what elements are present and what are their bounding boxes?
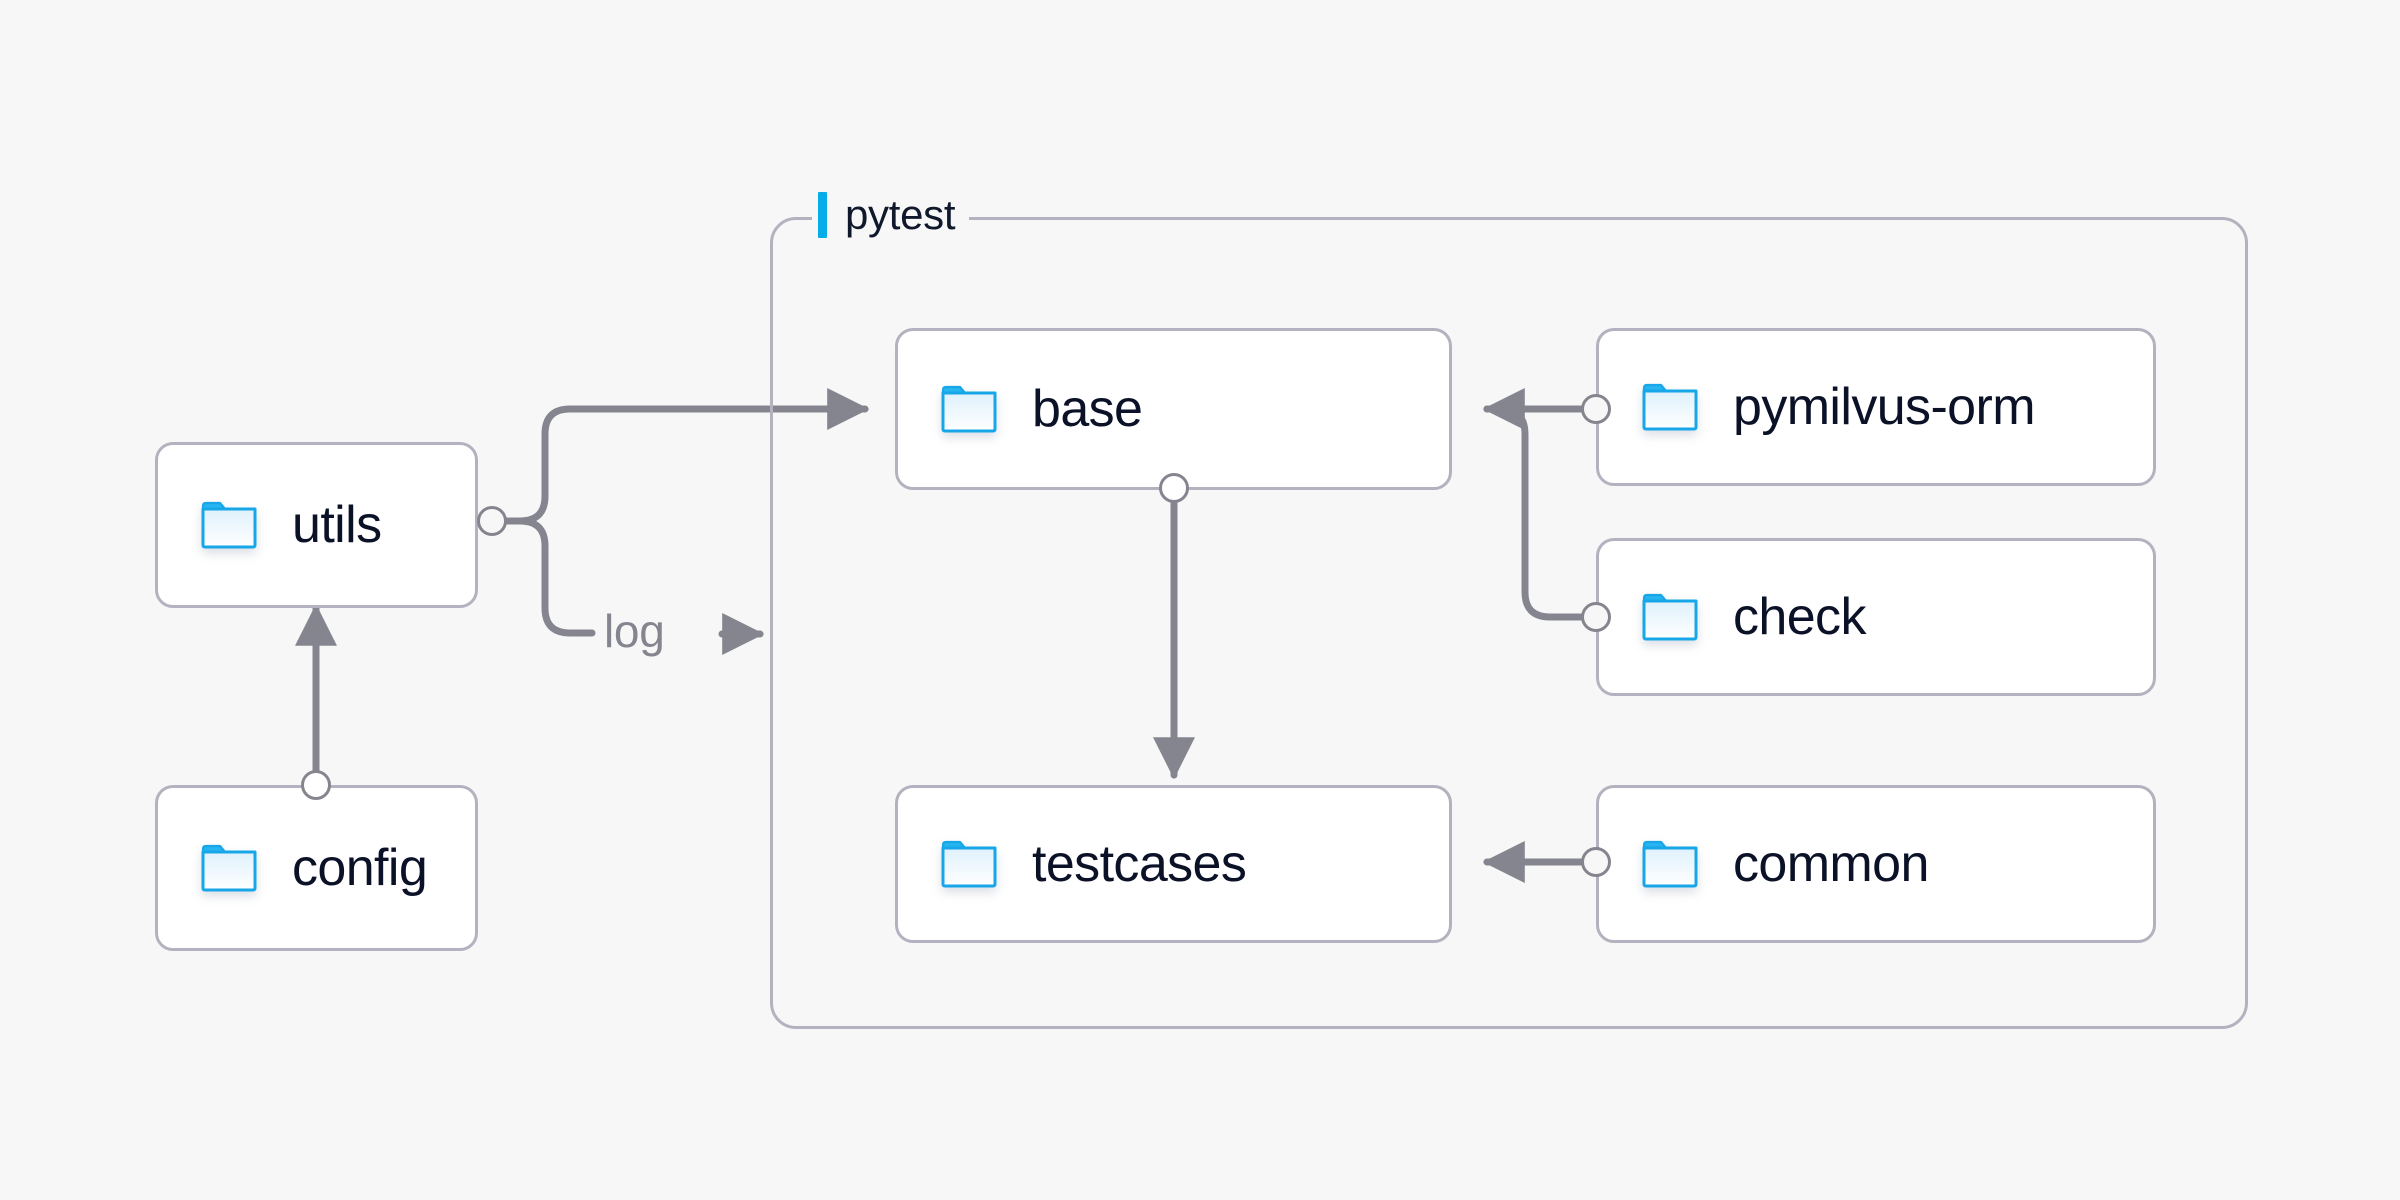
node-label-config: config [292,839,428,897]
folder-icon [1642,383,1698,431]
port-check-left[interactable] [1581,602,1611,632]
port-config-top[interactable] [301,770,331,800]
port-utils-right[interactable] [477,506,507,536]
port-base-bottom[interactable] [1159,473,1189,503]
node-label-base: base [1032,380,1143,438]
node-utils[interactable]: utils [155,442,478,608]
folder-icon [941,385,997,433]
node-common[interactable]: common [1596,785,2156,943]
folder-icon [201,844,257,892]
group-accent-bar [818,192,827,238]
folder-icon [1642,593,1698,641]
node-label-check: check [1733,588,1866,646]
port-common-left[interactable] [1581,847,1611,877]
node-testcases[interactable]: testcases [895,785,1452,943]
node-label-pymilvus-orm: pymilvus-orm [1733,378,2036,436]
folder-icon [1642,840,1698,888]
folder-icon [941,840,997,888]
node-label-testcases: testcases [1032,835,1247,893]
node-base[interactable]: base [895,328,1452,490]
node-pymilvus-orm[interactable]: pymilvus-orm [1596,328,2156,486]
edge-utils-to-log [488,517,596,637]
folder-icon [201,501,257,549]
group-label-pytest: pytest [812,186,970,244]
port-pymilvus-orm-left[interactable] [1581,394,1611,424]
node-check[interactable]: check [1596,538,2156,696]
group-label-text: pytest [845,191,956,238]
node-label-utils: utils [292,496,382,554]
node-label-common: common [1733,835,1929,893]
node-config[interactable]: config [155,785,478,951]
group-container-pytest[interactable] [770,217,2248,1029]
edge-label-log: log [604,605,665,657]
